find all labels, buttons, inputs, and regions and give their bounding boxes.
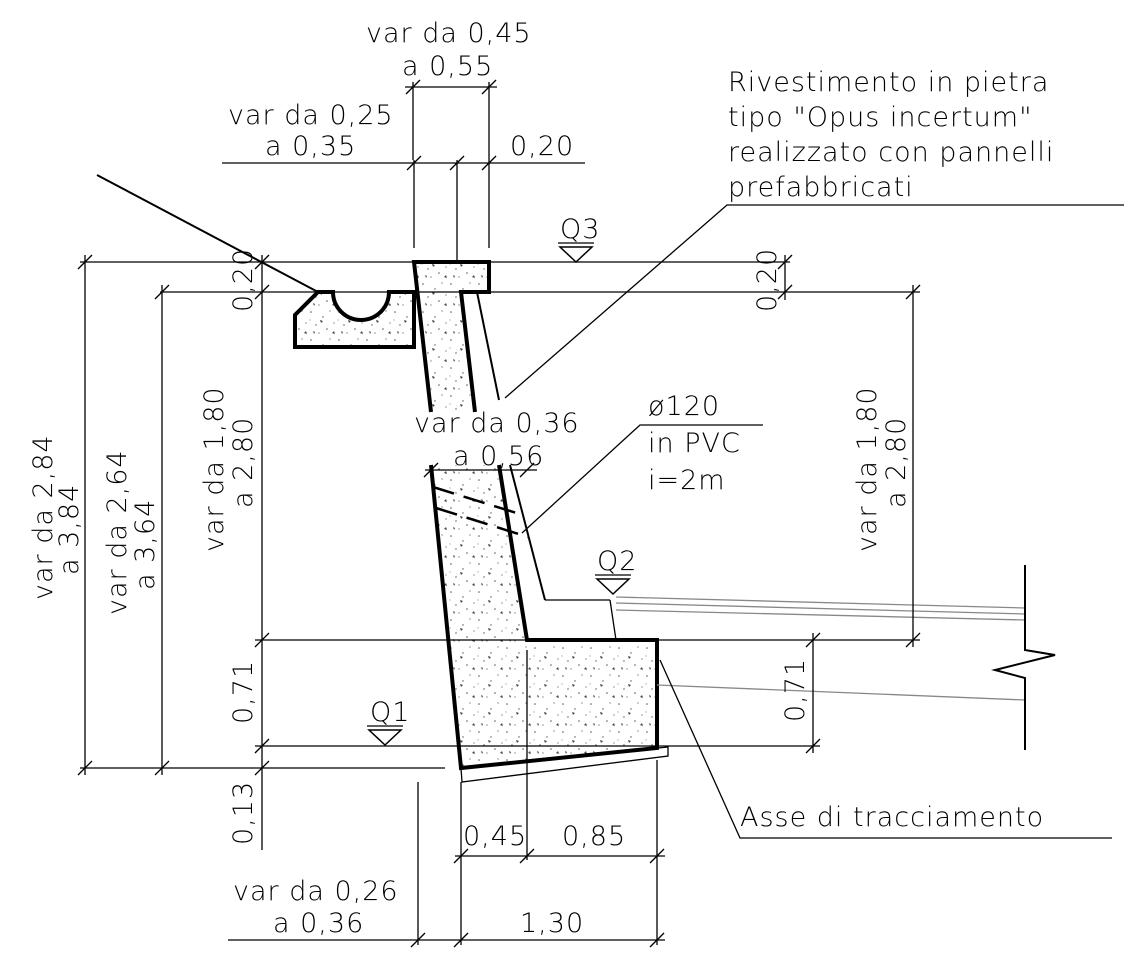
wall-stem-upper bbox=[414, 262, 489, 412]
pipe-leader bbox=[521, 424, 763, 534]
road-line-3 bbox=[615, 609, 1026, 621]
base-offset-line1: var da 0,26 bbox=[233, 876, 399, 907]
cap-width-line2: a 0,35 bbox=[265, 131, 356, 162]
level-marker-q3: Q3 bbox=[558, 214, 600, 264]
road-line-1 bbox=[615, 596, 1026, 609]
cladding-line-lower bbox=[509, 464, 546, 601]
stem-height-right-line2: a 2,80 bbox=[881, 417, 912, 508]
cladding-line2: tipo "Opus incertum" bbox=[728, 102, 1033, 133]
toe-width: 0,45 bbox=[463, 821, 527, 852]
axis-label: Asse di tracciamento bbox=[740, 802, 1044, 833]
level-marker-q2: Q2 bbox=[595, 546, 637, 596]
stem-outline-upper bbox=[411, 260, 491, 413]
break-symbol bbox=[991, 565, 1056, 750]
axis-leader bbox=[659, 659, 1112, 839]
stem-found-line1: var da 2,64 bbox=[102, 449, 133, 615]
cladding-line1: Rivestimento in pietra bbox=[728, 67, 1049, 98]
top-width-line2: a 0,55 bbox=[402, 51, 493, 82]
level-q2-label: Q2 bbox=[597, 546, 637, 577]
stem-height-right-line1: var da 1,80 bbox=[852, 386, 883, 552]
found-height-right: 0,71 bbox=[780, 658, 811, 722]
cap-offset: 0,20 bbox=[510, 131, 574, 162]
stem-base-line1: var da 0,36 bbox=[414, 408, 580, 439]
base-offset-line2: a 0,36 bbox=[273, 908, 364, 939]
cladding-side bbox=[609, 599, 617, 641]
heel-width: 0,85 bbox=[562, 821, 626, 852]
total-height-line2: a 3,84 bbox=[54, 484, 85, 575]
cladding-line-upper bbox=[476, 291, 500, 401]
drain-pipe-upper bbox=[432, 485, 524, 517]
found-height-left: 0,71 bbox=[228, 660, 259, 724]
lean-concrete-layer bbox=[460, 746, 669, 783]
stem-height-left-line1: var da 1,80 bbox=[199, 386, 230, 552]
lean-thickness: 0,13 bbox=[228, 781, 259, 845]
pipe-line3: i=2m bbox=[648, 465, 726, 496]
base-width: 1,30 bbox=[520, 908, 584, 939]
right-cap-height: 0,20 bbox=[752, 248, 783, 312]
cap-width-line1: var da 0,25 bbox=[228, 100, 394, 131]
stem-outline-lower bbox=[429, 464, 659, 771]
cladding-line4: prefabbricati bbox=[728, 172, 914, 203]
tick-marks bbox=[77, 79, 921, 948]
ground-slope-line bbox=[96, 174, 319, 293]
gutter-block bbox=[293, 290, 416, 349]
total-height-line1: var da 2,84 bbox=[28, 434, 59, 600]
stem-found-line2: a 3,64 bbox=[130, 499, 161, 590]
stem-base-line2: a 0,56 bbox=[453, 441, 544, 472]
wall-stem-lower bbox=[431, 465, 657, 768]
stem-height-left-line2: a 2,80 bbox=[228, 417, 259, 508]
road-line-2 bbox=[615, 602, 1026, 615]
level-q1-label: Q1 bbox=[370, 697, 410, 728]
cladding-line3: realizzato con pannelli bbox=[728, 137, 1054, 168]
pipe-line2: in PVC bbox=[648, 428, 741, 459]
pipe-line1: ø120 bbox=[648, 391, 720, 422]
road-line-4 bbox=[656, 684, 1026, 701]
cladding-leader bbox=[504, 204, 1124, 399]
level-marker-q1: Q1 bbox=[367, 697, 410, 747]
top-width-line1: var da 0,45 bbox=[366, 18, 532, 49]
drain-pipe-lower bbox=[435, 506, 529, 539]
left-cap-height: 0,20 bbox=[228, 248, 259, 312]
level-q3-label: Q3 bbox=[560, 214, 600, 245]
